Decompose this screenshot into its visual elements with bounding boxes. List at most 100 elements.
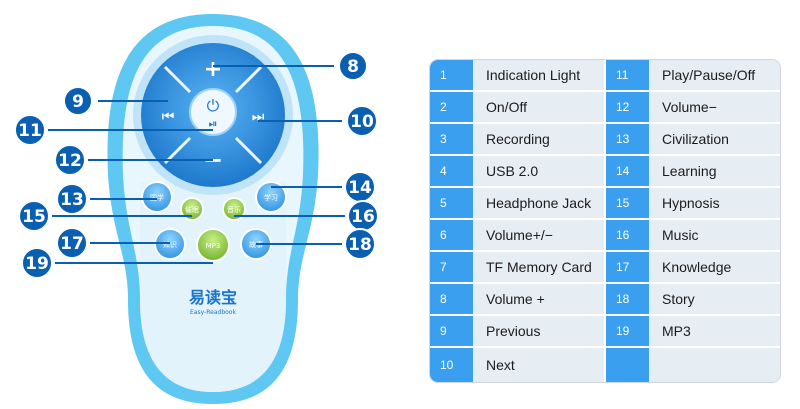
logo-text: 易读宝 [189,288,237,307]
callout-15: 15 [18,200,50,232]
knowledge-button-label: 知识 [163,240,177,249]
previous-icon: ⏮ [162,109,175,125]
legend-row-number: 5 [430,188,473,218]
callout-12: 12 [54,144,86,176]
svg-text:8: 8 [347,57,359,77]
callout-9: 9 [63,86,93,116]
play-pause-icon: ⏯ [209,117,218,130]
learning-button-label: 学习 [264,193,278,202]
legend-row-label: Learning [649,156,780,186]
svg-text:14: 14 [348,178,372,198]
svg-text:9: 9 [72,92,84,112]
legend-row-label: MP3 [649,316,780,346]
next-button[interactable]: ⏭ [252,109,265,125]
previous-button[interactable]: ⏮ [162,109,175,125]
legend-row-label: Indication Light [473,60,604,90]
legend-row-label: Recording [473,124,604,154]
civilization-button-label: 国学 [150,193,164,202]
callout-leaders [48,65,345,264]
legend-row-number: 9 [430,316,473,346]
legend-row [606,348,780,382]
next-icon: ⏭ [252,109,265,125]
svg-text:18: 18 [348,235,372,255]
callout-10: 10 [346,105,378,137]
legend-row-label: Previous [473,316,604,346]
svg-text:12: 12 [58,151,82,171]
legend-row-label: Volume− [649,92,780,122]
mp3-button-label: MP3 [206,242,221,250]
callout-17: 17 [56,227,88,259]
legend-row-number: 1 [430,60,473,90]
legend-row-number: 17 [606,252,649,282]
civilization-button[interactable]: 国学 [141,181,173,213]
callout-11: 11 [14,114,46,146]
legend-row-number: 16 [606,220,649,250]
power-icon: ⏻ [207,96,220,115]
svg-text:19: 19 [25,254,49,274]
legend-row-label: TF Memory Card [473,252,604,282]
brand-logo: 易读宝 Easy-Readbook [189,288,237,316]
legend-row-number [606,348,649,382]
callout-8: 8 [338,51,368,81]
learning-button[interactable]: 学习 [255,181,287,213]
legend-row-label: Hypnosis [649,188,780,218]
legend-row-number: 3 [430,124,473,154]
callout-18: 18 [344,228,376,260]
hypnosis-button-label: 催眠 [185,205,199,214]
legend-row-number: 13 [606,124,649,154]
legend-row-label: Headphone Jack [473,188,604,218]
legend-row-label: USB 2.0 [473,156,604,186]
svg-text:13: 13 [60,190,84,210]
hypnosis-button[interactable]: 催眠 [180,197,204,221]
legend-row-label: Knowledge [649,252,780,282]
legend-row-label: Volume + [473,284,604,314]
legend-row-label: Volume+/− [473,220,604,250]
legend-row-number: 18 [606,284,649,314]
plus-icon: + [204,57,222,82]
remote-diagram: + − ⏮ ⏭ ⏻ ⏯ 国学 学习 催眠 音乐 知识 故事 MP3 [14,14,379,404]
callout-16: 16 [347,200,379,232]
legend-row-label: On/Off [473,92,604,122]
legend-row-number: 8 [430,284,473,314]
svg-text:17: 17 [60,234,84,254]
callout-19: 19 [21,247,53,279]
legend-row-label [649,348,780,382]
play-pause-off-button[interactable]: ⏻ ⏯ [189,88,237,136]
music-button[interactable]: 音乐 [222,197,246,221]
legend-row-label: Civilization [649,124,780,154]
legend-row-label: Play/Pause/Off [649,60,780,90]
remote-lower-panel [140,182,286,392]
legend-row-number: 4 [430,156,473,186]
svg-text:11: 11 [18,121,42,141]
legend-row-number: 12 [606,92,649,122]
legend-row-number: 14 [606,156,649,186]
legend-row-number: 11 [606,60,649,90]
svg-text:16: 16 [351,207,375,227]
legend-column-divider [604,60,606,382]
callout-13: 13 [56,183,88,215]
legend-row-label: Story [649,284,780,314]
legend-row-number: 7 [430,252,473,282]
legend-row-number: 2 [430,92,473,122]
legend-row-label: Next [473,348,604,382]
mp3-button[interactable]: MP3 [196,228,230,262]
volume-plus-button[interactable]: + [204,57,222,82]
svg-text:15: 15 [22,207,46,227]
